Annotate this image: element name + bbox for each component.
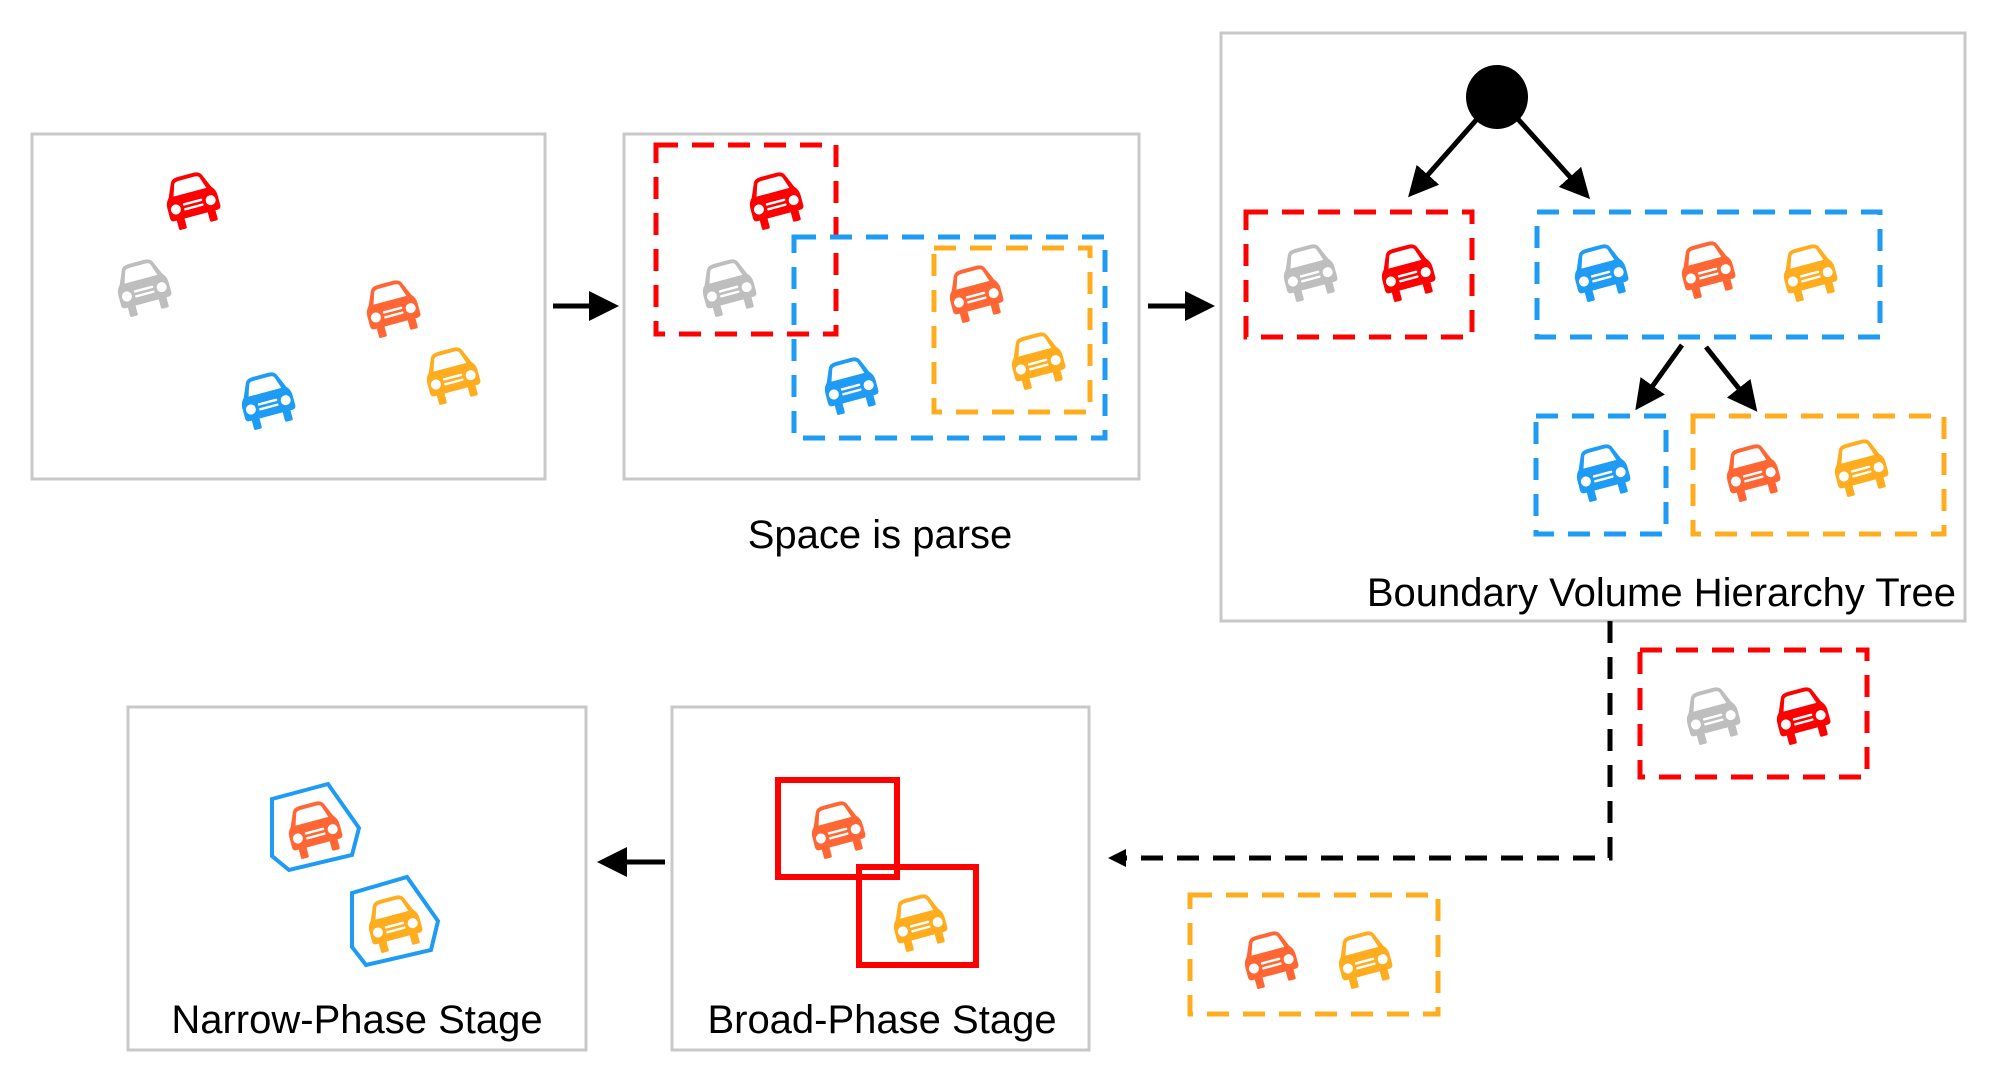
panel-bvh-frame [1219, 31, 1967, 623]
bvh-edge-root-right [1515, 116, 1591, 200]
candidate-pair-yellow [1187, 892, 1441, 1017]
car-icon [1238, 927, 1302, 991]
bvh-edge-blue-right [1704, 345, 1758, 412]
aabb-yellow [856, 864, 979, 968]
car-icon [1680, 683, 1744, 747]
panel-narrow-frame [126, 705, 588, 1052]
panel-partition-frame [622, 132, 1141, 481]
bvh-root-node [1466, 65, 1528, 129]
candidate-box-red [1637, 647, 1870, 780]
car-icon [1332, 927, 1396, 991]
panel-scene-frame [30, 132, 547, 481]
car-icon [1770, 683, 1834, 747]
narrow-phase-label: Narrow-Phase Stage [171, 998, 542, 1042]
flow-dashed-connector [1126, 621, 1613, 861]
broad-phase-label: Broad-Phase Stage [707, 998, 1056, 1042]
bvh-node-blue [1534, 209, 1883, 340]
panel-narrow-phase: Narrow-Phase Stage [126, 705, 588, 1052]
candidate-box-yellow [1187, 892, 1441, 1017]
hull-orange [270, 781, 362, 873]
car-red [1770, 683, 1834, 747]
partition-label: Space is parse [748, 513, 1013, 557]
partition-box-yellow [931, 245, 1093, 415]
bvh-leaf-blue [1533, 413, 1669, 537]
panel-scene [30, 132, 547, 481]
bvh-leaf-yellow [1690, 413, 1947, 537]
partition-box-red [653, 142, 839, 337]
panel-partition: Space is parse [622, 132, 1141, 557]
panel-broad-phase: Broad-Phase Stage [670, 705, 1091, 1052]
car-gray [1680, 683, 1744, 747]
bvh-node-red [1243, 209, 1475, 340]
car-orange [1238, 927, 1302, 991]
partition-box-blue [791, 234, 1108, 441]
bvh-edge-blue-left [1635, 343, 1685, 411]
panel-bvh: Boundary Volume Hierarchy Tree [1219, 31, 1967, 623]
candidate-pair-red [1637, 647, 1870, 780]
bvh-edge-root-left [1408, 116, 1480, 198]
hull-yellow [350, 874, 441, 968]
aabb-orange [775, 777, 900, 880]
car-yellow [1332, 927, 1396, 991]
bvh-label: Boundary Volume Hierarchy Tree [1367, 571, 1956, 615]
flow-dashed-arrowhead [1108, 849, 1126, 867]
